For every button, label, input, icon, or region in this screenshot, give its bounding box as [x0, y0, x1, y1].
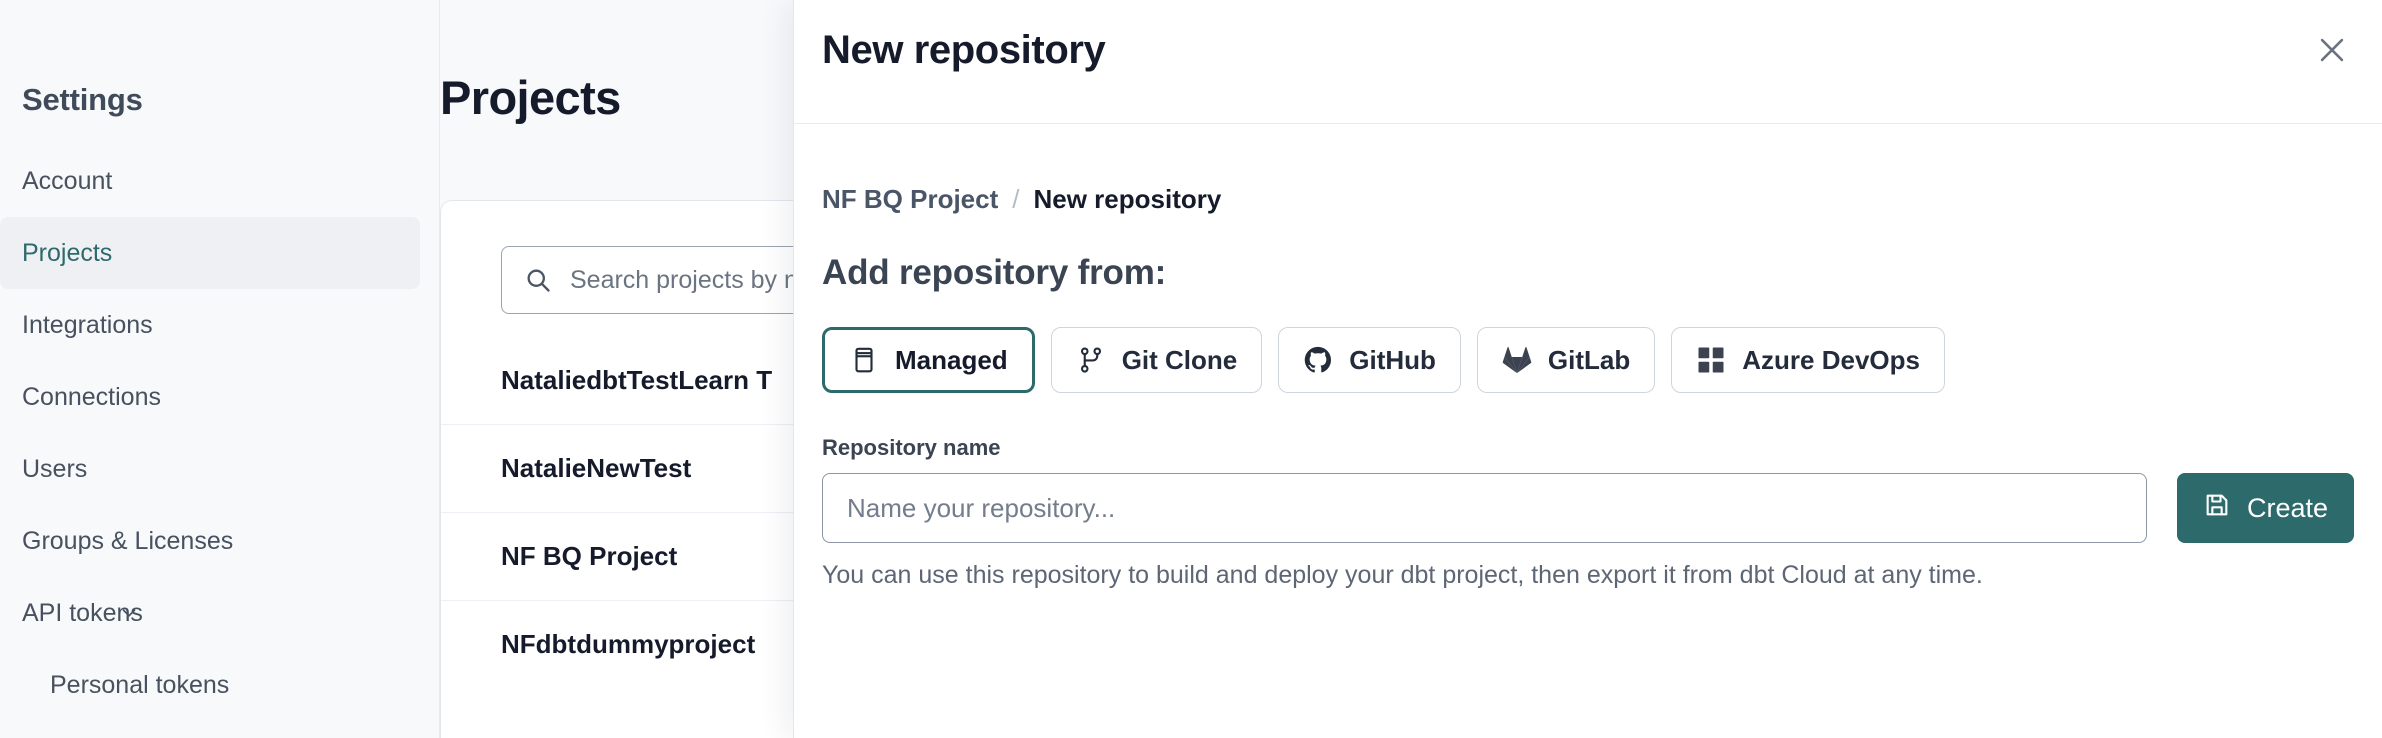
tab-label: Git Clone: [1121, 344, 1238, 375]
tab-git-clone[interactable]: Git Clone: [1050, 327, 1263, 393]
sidebar-item-users[interactable]: Users: [0, 433, 440, 505]
search-icon: [524, 266, 552, 294]
sidebar-item-label: Connections: [22, 382, 161, 411]
tab-github[interactable]: GitHub: [1278, 327, 1461, 393]
project-name: NF BQ Project: [501, 541, 678, 571]
sidebar-item-groups-licenses[interactable]: Groups & Licenses: [0, 505, 440, 577]
tab-azure-devops[interactable]: Azure DevOps: [1671, 327, 1945, 393]
sidebar-item-label: Projects: [22, 238, 113, 267]
sidebar-item-label: Users: [22, 454, 88, 483]
project-list-item[interactable]: NataliedbtTestLearn T: [441, 336, 1539, 424]
modal-body: NF BQ Project / New repository Add repos…: [794, 184, 2382, 590]
tab-managed[interactable]: Managed: [822, 327, 1035, 393]
tab-gitlab[interactable]: GitLab: [1476, 327, 1656, 393]
page-title: Projects: [440, 71, 621, 124]
sidebar-item-api-tokens[interactable]: API tokens: [0, 577, 440, 649]
breadcrumb: NF BQ Project / New repository: [822, 184, 2354, 215]
new-repository-modal: New repository NF BQ Project / New repos…: [793, 0, 2382, 738]
repository-source-tabs: Managed Git Clone GitHub GitLab Azure DevOps: [822, 327, 2354, 393]
create-button-label: Create: [2246, 492, 2328, 523]
sidebar-item-integrations[interactable]: Integrations: [0, 289, 440, 361]
breadcrumb-parent-link[interactable]: NF BQ Project: [822, 184, 999, 214]
breadcrumb-current: New repository: [1033, 184, 1222, 214]
sidebar-item-personal-tokens[interactable]: Personal tokens: [0, 649, 440, 721]
repository-name-row: Create: [822, 473, 2354, 543]
sidebar-item-account[interactable]: Account: [0, 145, 440, 217]
sidebar-item-label: Account: [22, 166, 113, 195]
tab-label: GitLab: [1547, 344, 1631, 375]
sidebar-title: Settings: [22, 82, 143, 117]
add-repository-heading: Add repository from:: [822, 253, 1167, 292]
close-icon[interactable]: [2304, 22, 2360, 78]
sidebar-item-label: Personal tokens: [50, 670, 230, 699]
tab-label: Managed: [895, 344, 1008, 375]
sidebar-item-label: API tokens: [22, 598, 143, 627]
project-name: NFdbtdummyproject: [501, 629, 756, 659]
sidebar-item-connections[interactable]: Connections: [0, 361, 440, 433]
gitlab-icon: [1502, 345, 1532, 375]
github-icon: [1303, 345, 1333, 375]
repository-name-input[interactable]: [822, 473, 2147, 543]
breadcrumb-separator: /: [1012, 184, 1020, 214]
chevron-down-icon[interactable]: [118, 602, 140, 624]
modal-title: New repository: [822, 28, 1106, 72]
sidebar-item-projects[interactable]: Projects: [0, 217, 420, 289]
create-button[interactable]: Create: [2176, 473, 2354, 543]
save-icon: [2203, 491, 2231, 526]
database-icon: [849, 345, 879, 375]
git-branch-icon: [1076, 345, 1106, 375]
project-name: NataliedbtTestLearn T: [501, 364, 773, 395]
repository-name-label: Repository name: [822, 435, 1001, 460]
sidebar-item-label: Groups & Licenses: [22, 526, 234, 555]
repository-helper-text: You can use this repository to build and…: [822, 561, 1983, 589]
tab-label: Azure DevOps: [1742, 344, 1920, 375]
sidebar-item-label: Integrations: [22, 310, 153, 339]
modal-header: New repository: [794, 0, 2382, 124]
tab-label: GitHub: [1349, 344, 1436, 375]
project-name: NatalieNewTest: [501, 453, 692, 483]
azure-devops-icon: [1696, 345, 1726, 375]
